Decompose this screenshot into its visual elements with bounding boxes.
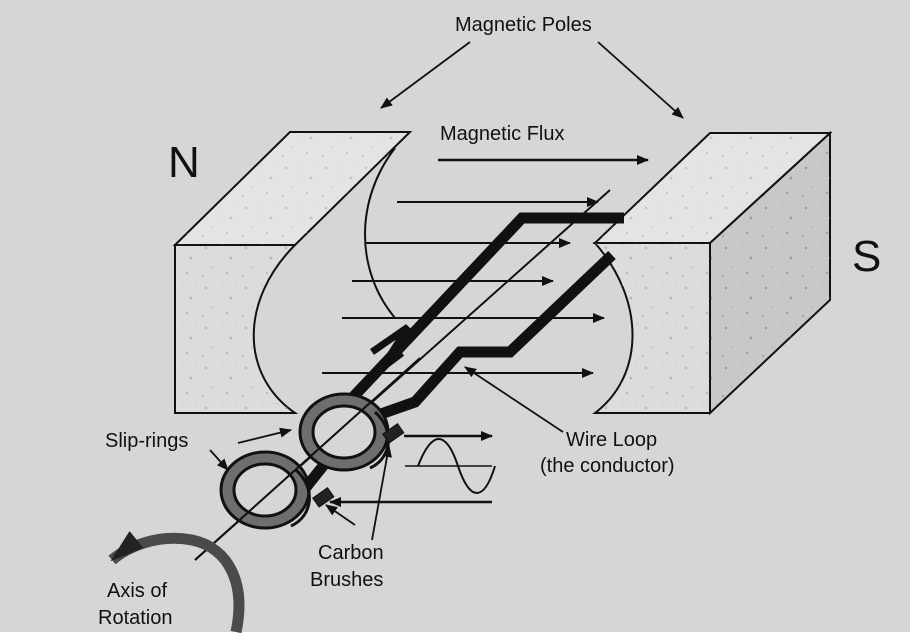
south-pole-block — [592, 130, 833, 416]
magnetic-poles-label: Magnetic Poles — [455, 14, 592, 36]
carbon-brush-back — [382, 423, 405, 444]
slip-ring-front — [219, 450, 311, 530]
axis-label-line2: Rotation — [98, 607, 173, 629]
rotation-arrow — [108, 531, 245, 634]
ac-sine-wave — [417, 438, 496, 494]
north-pole-face-curve — [364, 147, 396, 319]
flux-arrows — [322, 197, 605, 378]
leader-lines — [209, 41, 684, 541]
frame-border-bottom — [0, 632, 917, 640]
carbon-brushes-label-line1: Carbon — [318, 542, 384, 564]
carbon-leader-2 — [371, 445, 392, 541]
axis-label-line1: Axis of — [107, 580, 167, 602]
carbon-leader-1 — [325, 504, 356, 526]
poles-leader-right — [597, 41, 684, 119]
carbon-brush-front — [312, 487, 335, 508]
magnetic-flux-label: Magnetic Flux — [440, 123, 565, 145]
wire-loop-label-line1: Wire Loop — [566, 429, 657, 451]
wire-loop-kink — [370, 324, 411, 371]
wire-loop-label-line2: (the conductor) — [540, 455, 675, 477]
poles-leader-left — [380, 41, 471, 109]
slip-rings-leader-1 — [237, 427, 292, 444]
north-pole-label: N — [168, 138, 200, 187]
north-pole-block — [172, 131, 413, 414]
carbon-brushes-label-line2: Brushes — [310, 569, 383, 591]
wire-loop-leader — [464, 366, 564, 433]
slip-ring-back — [298, 392, 390, 472]
south-pole-label: S — [852, 232, 881, 281]
slip-rings-label: Slip-rings — [105, 430, 188, 452]
frame-border-right — [910, 0, 917, 640]
slip-rings-leader-2 — [209, 449, 229, 471]
